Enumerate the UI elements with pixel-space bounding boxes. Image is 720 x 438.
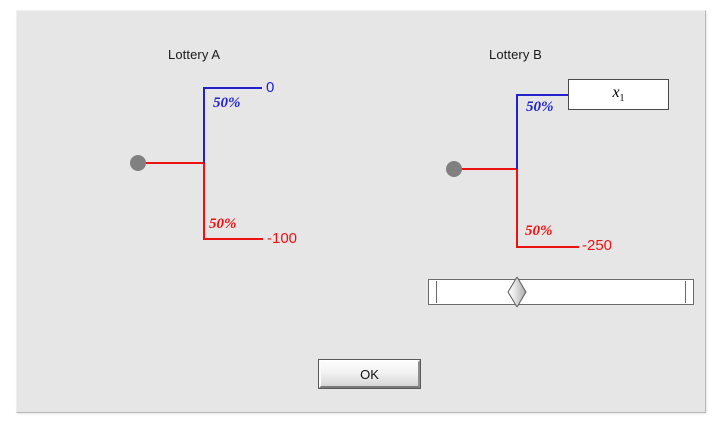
lottery-a-down-outcome: -100	[267, 230, 298, 247]
slider-max-tick	[685, 281, 686, 303]
lottery-a-title: Lottery A	[168, 47, 221, 62]
lottery-b-tree	[446, 94, 579, 248]
lottery-a-up-outcome: 0	[266, 79, 275, 96]
slider-min-tick	[436, 281, 437, 303]
lottery-a-root-node	[130, 155, 146, 171]
lottery-b-root-node	[446, 161, 462, 177]
ok-button[interactable]: OK	[318, 359, 421, 389]
app-window: Lottery A Lottery B 50% 0 50% -100 50% 5…	[16, 10, 706, 413]
lottery-a-down-probability: 50%	[209, 216, 237, 232]
slider-thumb[interactable]	[507, 277, 527, 307]
lottery-b-title: Lottery B	[489, 47, 542, 62]
lottery-a-tree	[130, 87, 263, 240]
lottery-b-up-probability: 50%	[526, 99, 554, 115]
x1-value-slider[interactable]	[428, 277, 694, 307]
x1-variable-subscript: 1	[619, 93, 625, 105]
x1-variable-label: x1	[612, 83, 625, 105]
lottery-b-down-outcome: -250	[582, 237, 613, 254]
lottery-b-down-probability: 50%	[525, 223, 553, 239]
lottery-b-up-outcome-box: x1	[568, 79, 669, 110]
lottery-a-up-probability: 50%	[213, 95, 241, 111]
dialog-panel: Lottery A Lottery B 50% 0 50% -100 50% 5…	[16, 10, 706, 413]
x1-variable-base: x	[612, 83, 620, 101]
